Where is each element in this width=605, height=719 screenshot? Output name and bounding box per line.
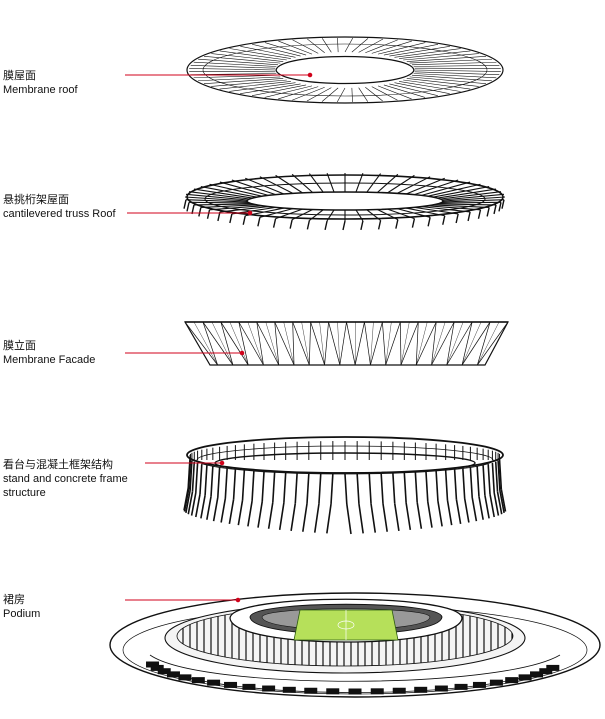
football-pitch xyxy=(293,609,399,641)
label-cn: 膜立面 xyxy=(3,339,36,352)
membrane-roof-drawing xyxy=(186,36,504,104)
label-cn: 膜屋面 xyxy=(3,69,36,82)
membrane-facade-drawing xyxy=(183,321,510,366)
label-membrane-facade: 膜立面 Membrane Facade xyxy=(3,339,95,367)
label-en: Podium xyxy=(3,608,41,620)
label-podium: 裙房 Podium xyxy=(3,593,40,621)
podium-drawing xyxy=(109,592,601,698)
label-stand-frame: 看台与混凝土框架结构 stand and concrete frame stru… xyxy=(3,458,153,500)
label-en: cantilevered truss Roof xyxy=(3,208,116,220)
label-cn: 悬挑桁架屋面 xyxy=(3,193,69,206)
leader-lines xyxy=(125,72,313,603)
truss-roof-drawing xyxy=(183,172,506,231)
label-membrane-roof: 膜屋面 Membrane roof xyxy=(3,69,78,97)
label-en: Membrane roof xyxy=(3,84,78,96)
label-truss-roof: 悬挑桁架屋面 cantilevered truss Roof xyxy=(3,193,116,221)
label-en: Membrane Facade xyxy=(3,354,96,366)
label-en: stand and concrete frame structure xyxy=(3,473,128,499)
label-cn: 看台与混凝土框架结构 xyxy=(3,458,113,471)
stand-frame-drawing xyxy=(183,436,507,535)
label-cn: 裙房 xyxy=(3,593,25,606)
